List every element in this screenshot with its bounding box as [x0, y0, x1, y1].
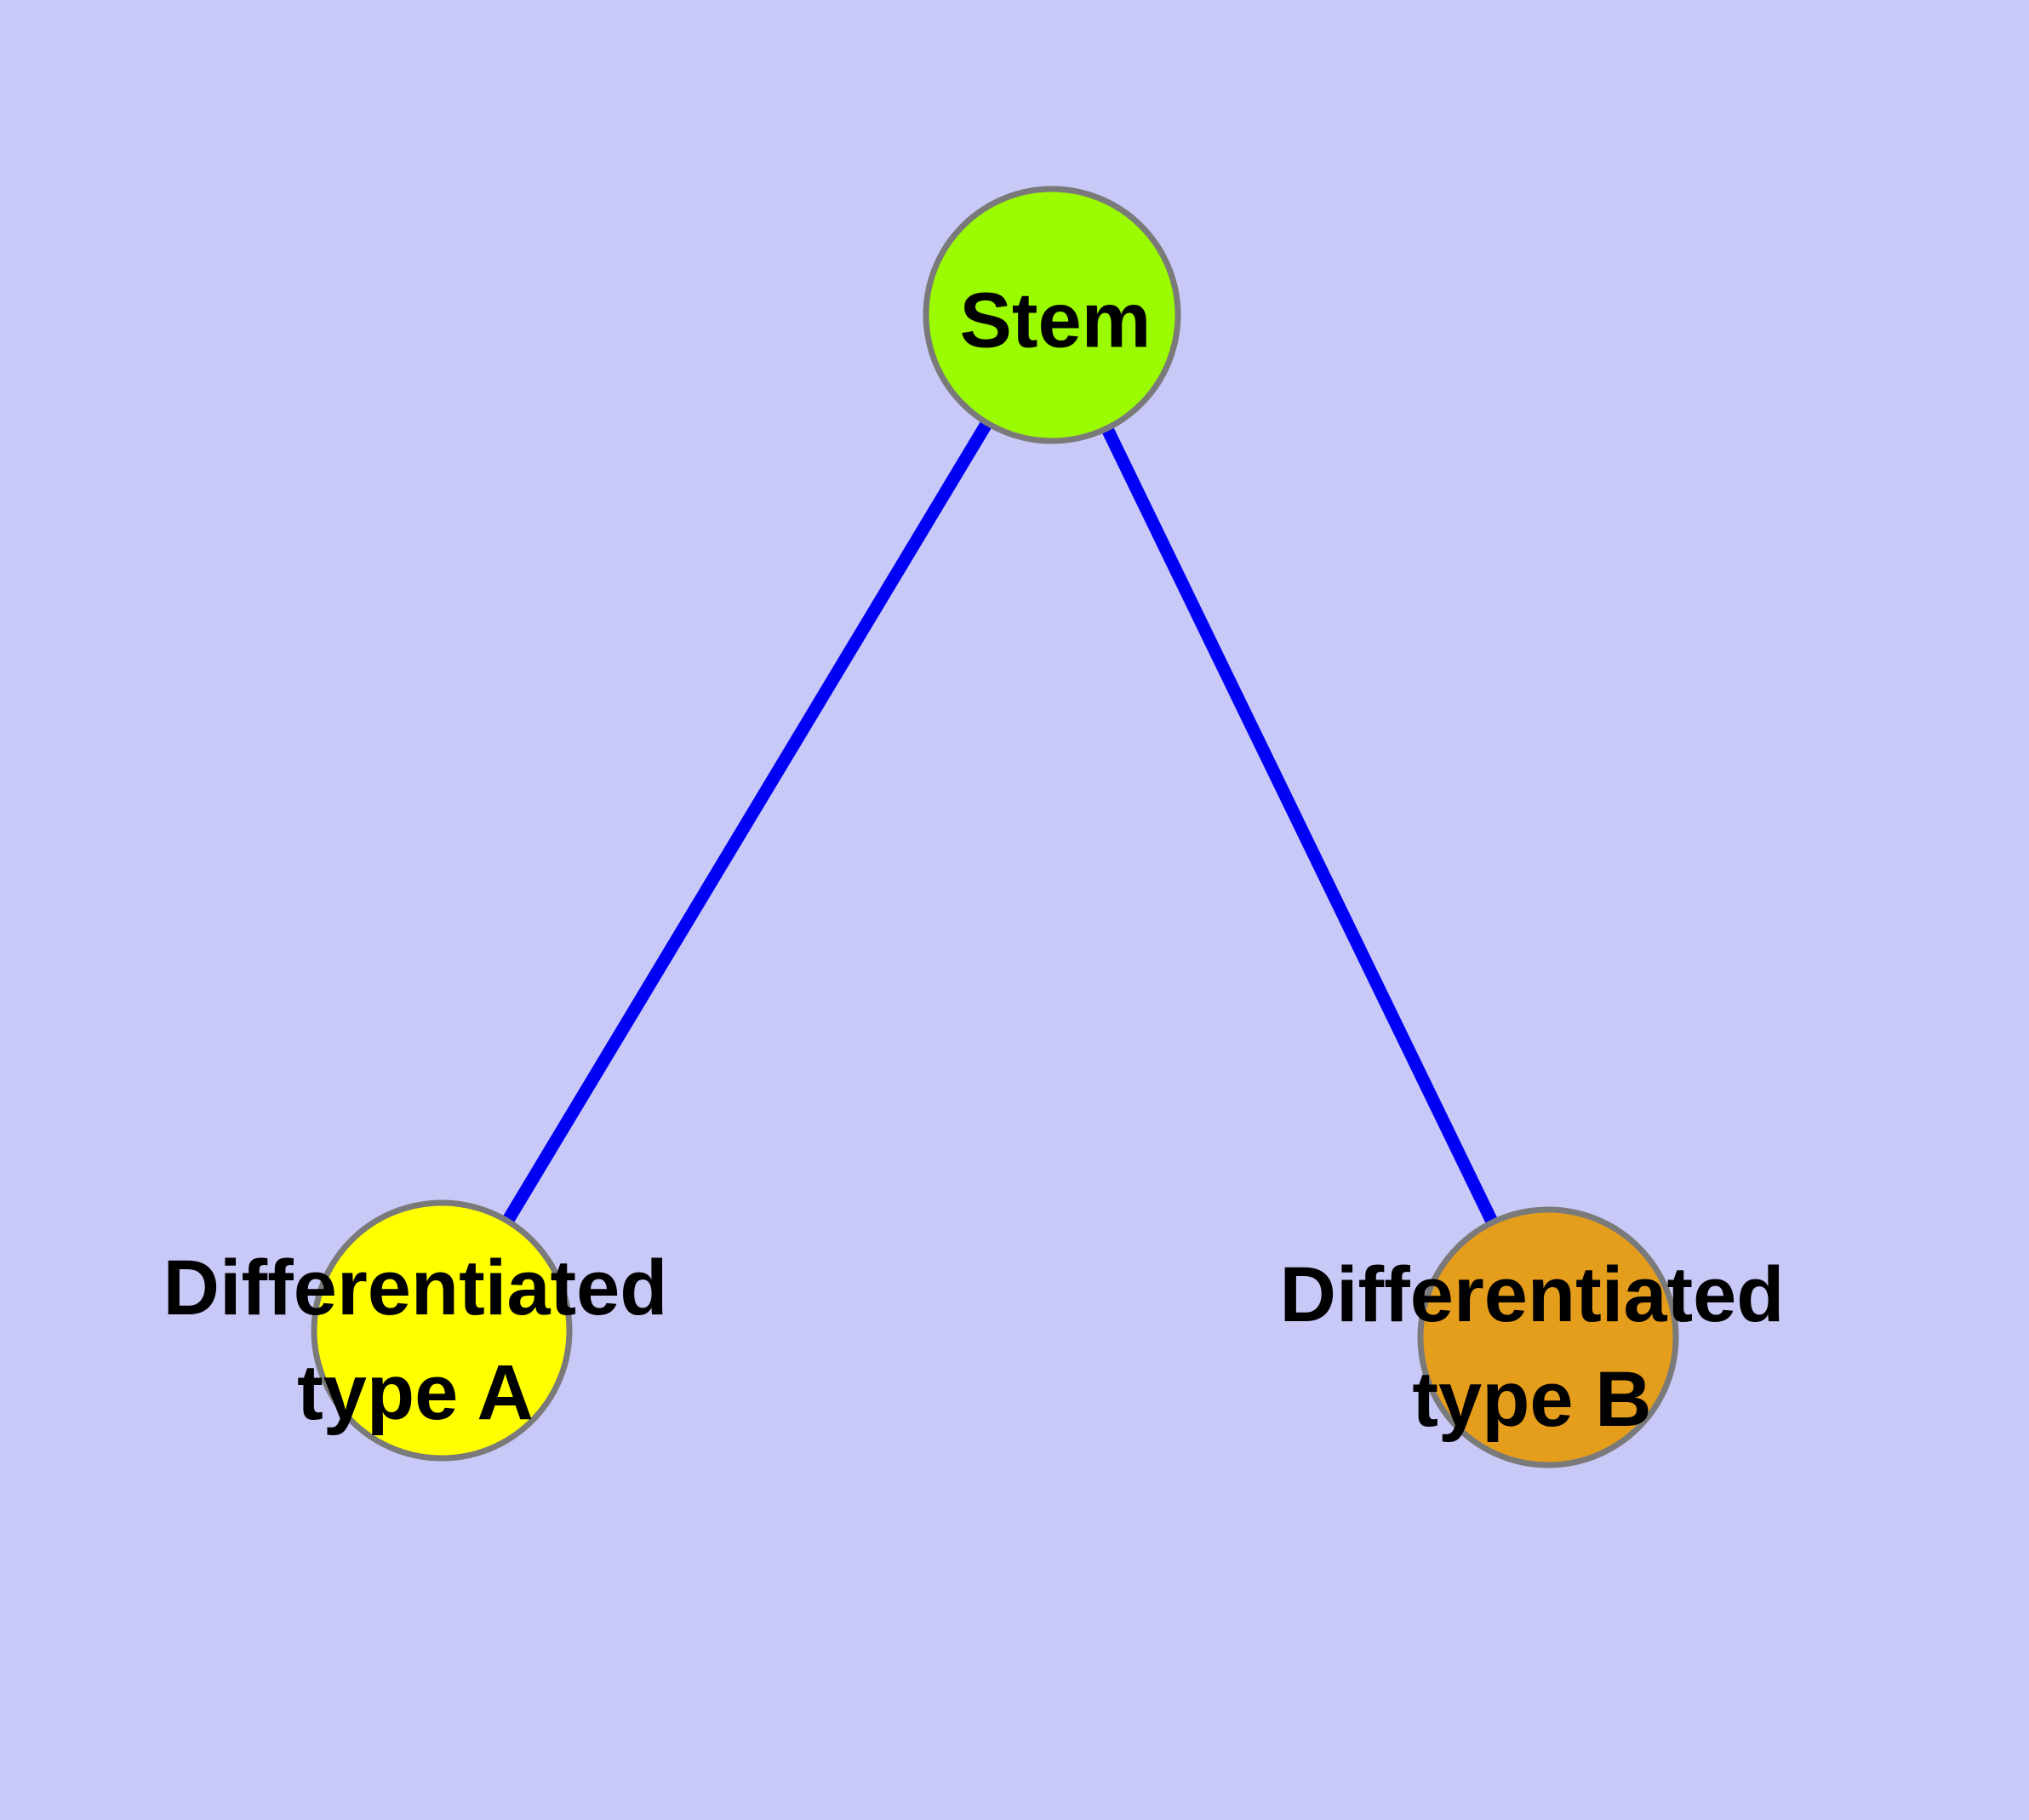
node-circle-stem: [923, 186, 1181, 444]
node-label-line: Differentiated: [163, 1245, 668, 1331]
node-label-line: Differentiated: [1279, 1251, 1785, 1338]
node-label-differentiated-type-b: Differentiated type B: [1280, 1243, 1785, 1452]
edge-stem-to-differentiated-type-a: [436, 312, 1058, 1334]
node-label-line: type A: [297, 1349, 534, 1436]
node-label-line: Stem: [959, 277, 1152, 364]
node-label-line: type B: [1412, 1356, 1652, 1443]
node-label-differentiated-type-a: Differentiated type A: [163, 1236, 668, 1445]
node-circle-differentiated-type-a: [311, 1199, 573, 1462]
node-label-stem: Stem: [960, 269, 1152, 374]
edge-stem-to-differentiated-type-b: [1046, 312, 1554, 1341]
node-circle-differentiated-type-b: [1417, 1206, 1679, 1468]
